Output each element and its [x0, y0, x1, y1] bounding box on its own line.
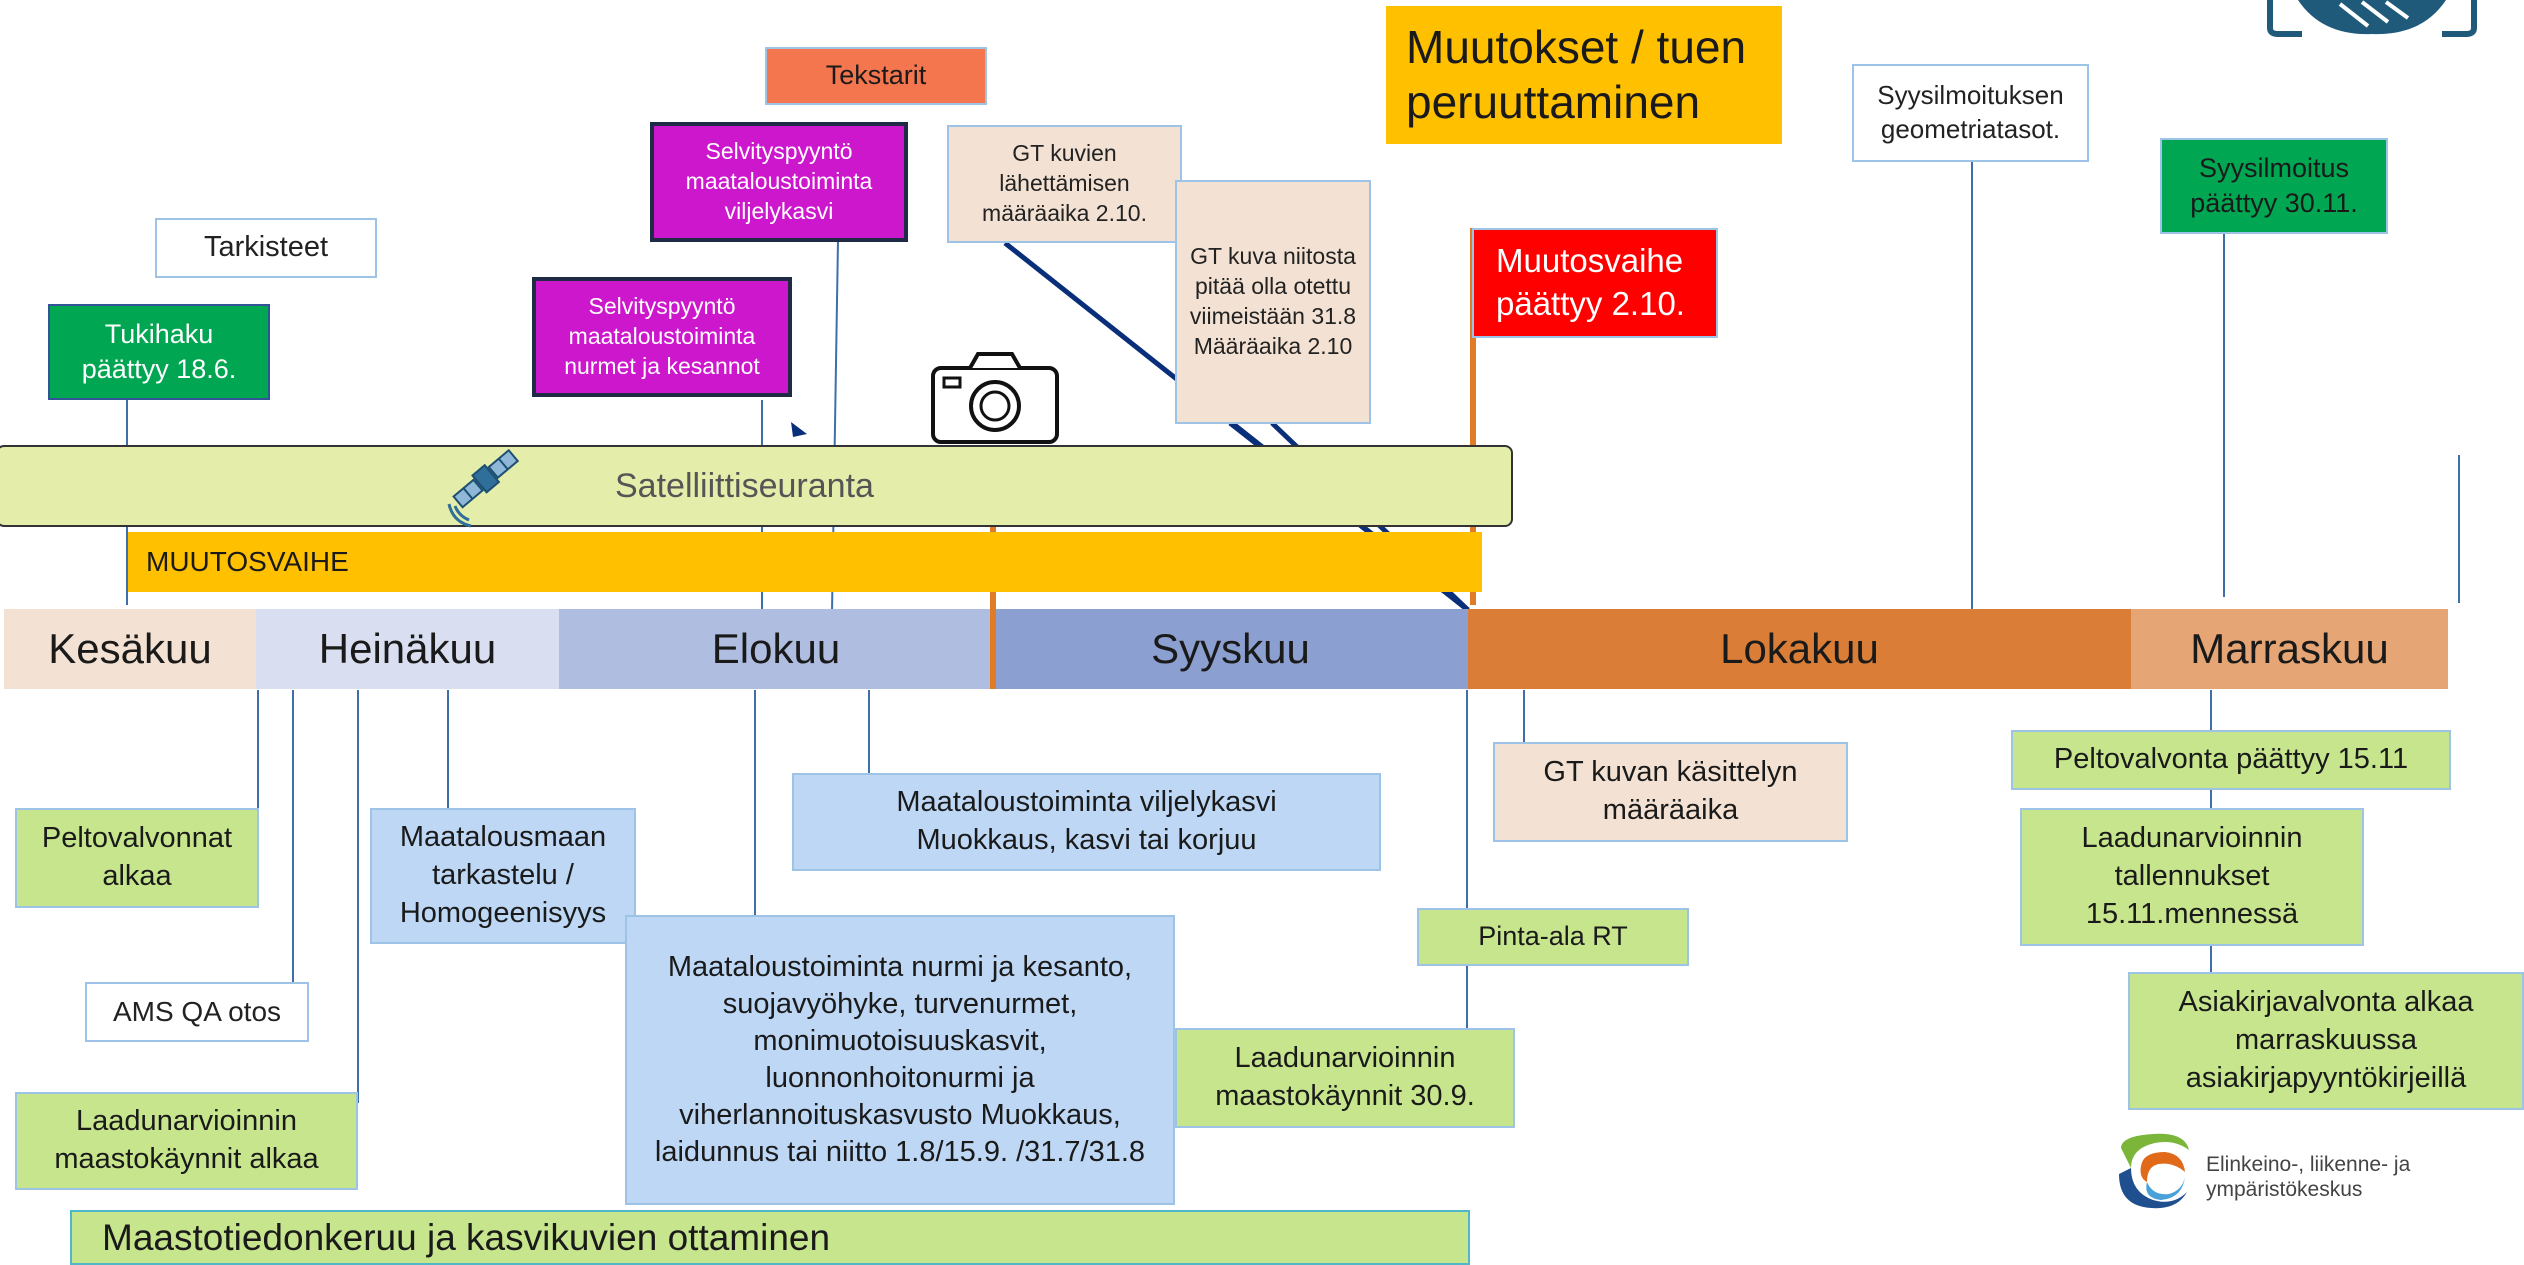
month-kesakuu: Kesäkuu [4, 609, 256, 689]
arrowhead-icon [791, 422, 807, 437]
month-elokuu: Elokuu [559, 609, 993, 689]
month-heinakuu: Heinäkuu [256, 609, 559, 689]
asiakirjavalvonta-box: Asiakirjavalvonta alkaa marraskuussa asi… [2128, 972, 2524, 1110]
tarkisteet-box: Tarkisteet [155, 218, 377, 278]
decorative-logo-icon [2267, 0, 2477, 37]
satellite-band [0, 445, 1513, 527]
change-phase-label: MUUTOSVAIHE [146, 546, 349, 577]
muutosvaihe-paattyy-box: Muutosvaihe päättyy 2.10. [1472, 228, 1718, 338]
field-data-band: Maastotiedonkeruu ja kasvikuvien ottamin… [70, 1210, 1470, 1265]
laadun-309-box: Laadunarvioinnin maastokäynnit 30.9. [1175, 1028, 1515, 1128]
selvitys-nurmet-box: Selvityspyyntö maataloustoiminta nurmet … [532, 277, 792, 397]
laadun-tallennukset-box: Laadunarvioinnin tallennukset 15.11.menn… [2020, 808, 2364, 946]
change-phase-band: MUUTOSVAIHE [128, 532, 1482, 592]
month-label: Elokuu [711, 625, 841, 672]
laadun-alkaa-box: Laadunarvioinnin maastokäynnit alkaa [15, 1092, 358, 1190]
satellite-label: Satelliittiseuranta [615, 467, 874, 505]
month-label: Lokakuu [1720, 625, 1879, 672]
tekstarit-box: Tekstarit [765, 47, 987, 105]
ely-org-name: Elinkeino-, liikenne- ja ympäristökeskus [2206, 1153, 2411, 1202]
camera-icon [931, 352, 1059, 444]
ely-logo-icon [2119, 1133, 2189, 1209]
month-bar-orange-marker [990, 609, 996, 689]
maatalousmaan-box: Maatalousmaan tarkastelu / Homogeenisyys [370, 808, 636, 944]
nurmi-kesanto-box: Maataloustoiminta nurmi ja kesanto, suoj… [625, 915, 1175, 1205]
month-lokakuu: Lokakuu [1468, 609, 2131, 689]
month-label: Marraskuu [2190, 625, 2389, 672]
month-marraskuu: Marraskuu [2131, 609, 2448, 689]
month-syyskuu: Syyskuu [993, 609, 1468, 689]
month-label: Syyskuu [1151, 625, 1310, 672]
viljelykasvi-muokkaus-box: Maataloustoiminta viljelykasvi Muokkaus,… [792, 773, 1381, 871]
peltovalvonnat-box: Peltovalvonnat alkaa [15, 808, 259, 908]
pinta-ala-box: Pinta-ala RT [1417, 908, 1689, 966]
field-data-label: Maastotiedonkeruu ja kasvikuvien ottamin… [102, 1216, 831, 1258]
selvitys-viljely-box: Selvityspyyntö maataloustoiminta viljely… [650, 122, 908, 242]
syysilmoitus-paattyy-box: Syysilmoitus päättyy 30.11. [2160, 138, 2388, 234]
gt-kuvien-box: GT kuvien lähettämisen määräaika 2.10. [947, 125, 1182, 243]
gt-kuva-niitosta-box: GT kuva niitosta pitää olla otettu viime… [1175, 180, 1371, 424]
month-label: Heinäkuu [318, 625, 497, 672]
gt-kasittely-box: GT kuvan käsittelyn määräaika [1493, 742, 1848, 842]
tukihaku-box: Tukihaku päättyy 18.6. [48, 304, 270, 400]
peltovalvonta-paattyy-box: Peltovalvonta päättyy 15.11 [2011, 730, 2451, 790]
syysilmoituksen-box: Syysilmoituksen geometriatasot. [1852, 64, 2089, 162]
satellite-icon [447, 448, 520, 528]
ams-qa-box: AMS QA otos [85, 982, 309, 1042]
muutokset-box: Muutokset / tuen peruuttaminen [1386, 6, 1782, 144]
month-label: Kesäkuu [48, 625, 212, 672]
